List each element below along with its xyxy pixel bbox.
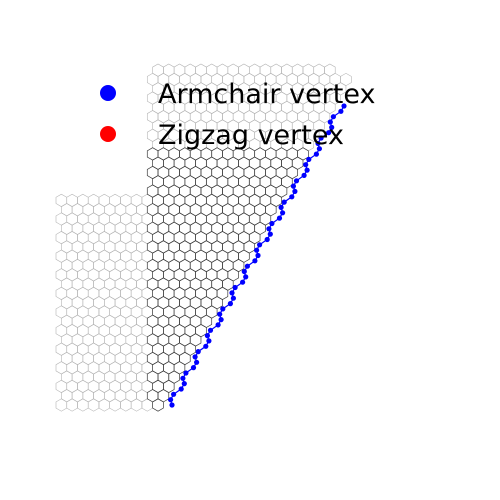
armchair-vertex: [241, 268, 247, 275]
armchair-vertex: [316, 146, 322, 152]
armchair-vertex: [306, 156, 312, 162]
armchair-vertex: [203, 343, 209, 349]
armchair-vertex: [280, 210, 286, 216]
armchair-vertex: [289, 194, 295, 200]
legend: Armchair vertex Zigzag vertex: [100, 79, 375, 151]
legend-marker-zigzag: [100, 126, 116, 142]
armchair-vertex: [217, 311, 223, 317]
armchair-vertex: [190, 365, 197, 371]
lattice-cell: [340, 72, 352, 87]
legend-label-armchair: Armchair vertex: [158, 79, 375, 110]
armchair-vertex: [218, 317, 224, 323]
lattice-faint-region: [55, 63, 352, 412]
armchair-vertex: [220, 306, 226, 312]
armchair-vertex: [181, 381, 187, 387]
armchair-vertex: [204, 333, 210, 339]
armchair-vertex: [227, 301, 233, 307]
armchair-vertex: [169, 402, 175, 408]
armchair-vertex: [168, 397, 174, 403]
armchair-vertex: [192, 354, 198, 360]
lattice-dark-region: [146, 147, 309, 412]
armchair-vertex: [329, 124, 335, 130]
armchair-vertex: [215, 322, 221, 328]
armchair-vertex: [194, 359, 200, 365]
armchair-vertex: [313, 151, 319, 157]
armchair-vertex: [266, 226, 272, 232]
armchair-vertex: [304, 167, 310, 173]
armchair-vertex: [240, 279, 246, 285]
armchair-vertex: [230, 295, 236, 301]
armchair-vertex: [178, 386, 184, 392]
armchair-vertex: [278, 204, 284, 210]
armchair-vertex: [171, 391, 177, 397]
armchair-vertex: [326, 130, 332, 136]
armchair-vertex: [254, 247, 260, 253]
armchair-vertex: [292, 188, 298, 194]
armchair-vertex: [244, 263, 250, 269]
armchair-vertex: [180, 375, 186, 381]
armchair-vertex: [338, 108, 344, 114]
armchair-vertex: [315, 140, 321, 146]
armchair-vertex: [281, 199, 287, 205]
armchair-vertex: [207, 327, 214, 333]
lattice-cell: [324, 63, 336, 77]
armchair-vertex: [269, 220, 275, 227]
armchair-vertex: [290, 183, 296, 189]
armchair-vertex: [206, 338, 212, 344]
armchair-vertex: [267, 231, 273, 237]
armchair-vertex: [293, 178, 300, 184]
legend-label-zigzag: Zigzag vertex: [158, 120, 344, 151]
armchair-vertex: [183, 370, 189, 376]
armchair-vertex: [229, 290, 235, 296]
armchair-vertex: [257, 242, 263, 248]
armchair-vertex: [330, 114, 336, 120]
armchair-vertex: [327, 119, 333, 125]
armchair-vertex: [318, 135, 324, 141]
armchair-vertex: [195, 349, 201, 355]
armchair-vertex: [252, 258, 258, 264]
legend-marker-armchair: [100, 85, 116, 101]
armchair-vertex: [255, 252, 261, 259]
armchair-vertex: [264, 236, 270, 243]
armchair-vertex: [232, 284, 238, 291]
armchair-vertex: [301, 172, 307, 178]
armchair-vertex: [276, 215, 283, 221]
armchair-boundary: [168, 103, 347, 408]
armchair-vertex: [243, 274, 249, 280]
armchair-vertex: [341, 103, 347, 109]
armchair-vertex: [303, 162, 309, 168]
